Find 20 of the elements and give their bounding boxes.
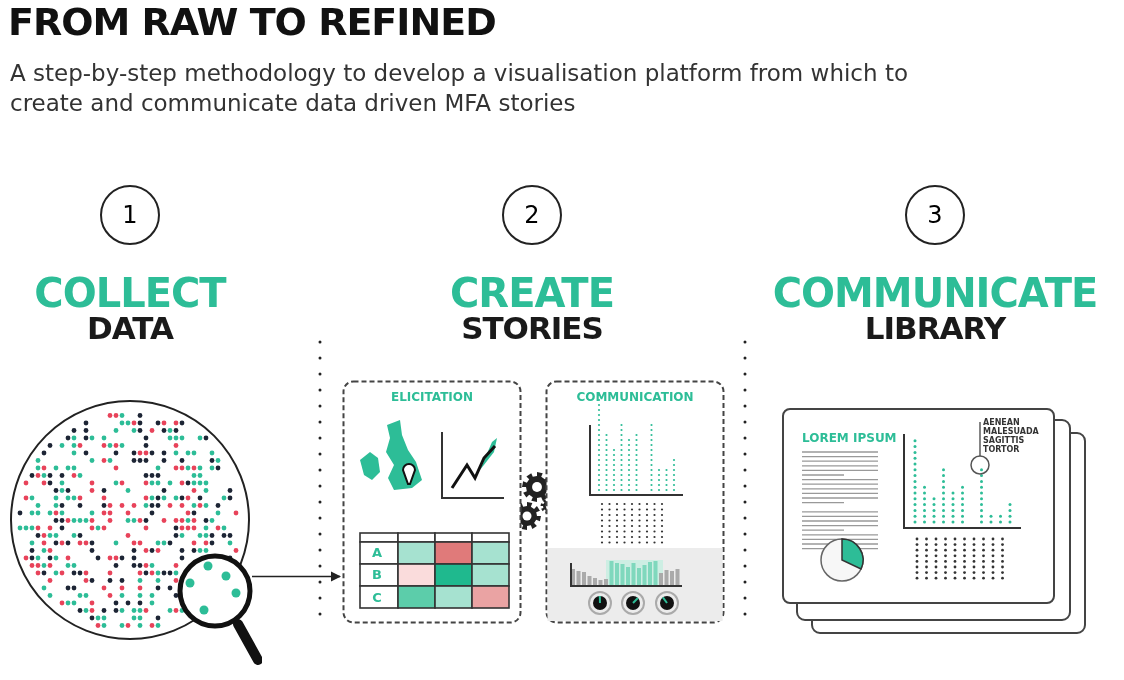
step-number: 3 <box>927 201 943 229</box>
row-label: A <box>370 545 384 560</box>
dashed-panel <box>342 380 522 624</box>
step-number: 2 <box>524 201 540 229</box>
number-circle <box>100 185 160 245</box>
number-circle <box>502 185 562 245</box>
row-label: C <box>371 590 383 605</box>
dashed-panel <box>545 380 725 624</box>
report-page <box>782 408 1055 604</box>
callout-text: AENEAN MALESUADA SAGITTIS TORTOR <box>983 418 1040 454</box>
subtitle: A step-by-step methodology to develop a visualisation platform from which to create and communicate data driven MFA stories <box>10 59 909 118</box>
step-number: 1 <box>122 201 138 229</box>
number-circle <box>905 185 965 245</box>
row-label: B <box>371 567 383 582</box>
arrow <box>251 571 342 582</box>
data-cloud-drawing <box>8 398 262 668</box>
card-heading: LOREM IPSUM <box>802 431 897 445</box>
title: FROM RAW TO REFINED <box>8 0 496 44</box>
panel-title: ELICITATION <box>389 390 475 404</box>
panel-title: COMMUNICATION <box>575 390 695 404</box>
